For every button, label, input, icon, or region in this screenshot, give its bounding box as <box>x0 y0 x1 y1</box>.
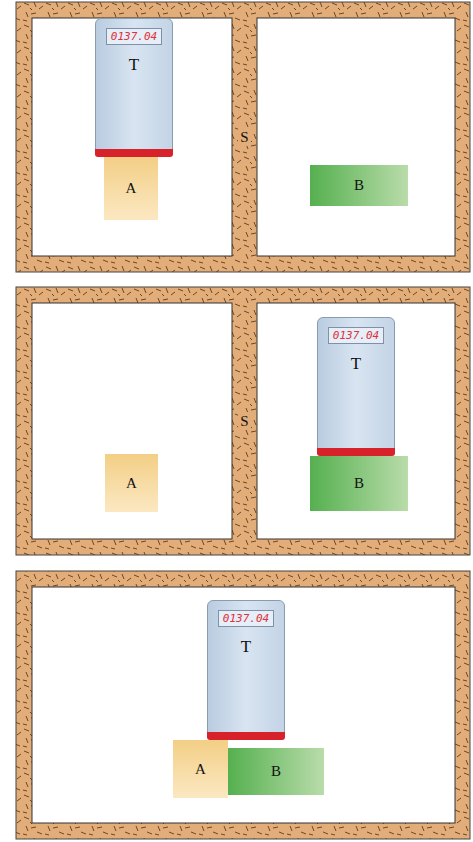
thermometer: 0137.04T <box>317 317 395 456</box>
enclosure-3 <box>16 571 470 839</box>
body-label: A <box>195 761 206 778</box>
thermometer: 0137.04T <box>207 600 285 740</box>
temperature-reading: 0137.04 <box>106 28 162 45</box>
thermometer-label: T <box>129 55 139 75</box>
body-label: B <box>271 763 281 780</box>
body-a: A <box>104 157 158 220</box>
thermometer-label: T <box>241 637 251 657</box>
body-b: B <box>310 456 408 511</box>
body-label: B <box>354 475 364 492</box>
thermometer: 0137.04T <box>95 18 173 157</box>
partition-label: S <box>238 128 250 146</box>
body-label: A <box>126 475 137 492</box>
sensor-band <box>317 448 395 456</box>
partition-wall: S <box>232 18 257 256</box>
body-b: B <box>310 165 408 206</box>
sensor-band <box>207 732 285 740</box>
sensor-band <box>95 149 173 157</box>
temperature-reading: 0137.04 <box>328 327 384 344</box>
body-label: B <box>354 177 364 194</box>
partition-wall: S <box>232 303 257 539</box>
body-a: A <box>173 740 228 798</box>
thermometer-label: T <box>351 354 361 374</box>
body-a: A <box>105 454 158 512</box>
enclosure-1 <box>16 2 470 272</box>
body-label: A <box>126 180 137 197</box>
temperature-reading: 0137.04 <box>218 610 274 627</box>
partition-label: S <box>238 412 250 430</box>
body-b: B <box>228 748 324 795</box>
enclosure-2 <box>16 287 470 555</box>
